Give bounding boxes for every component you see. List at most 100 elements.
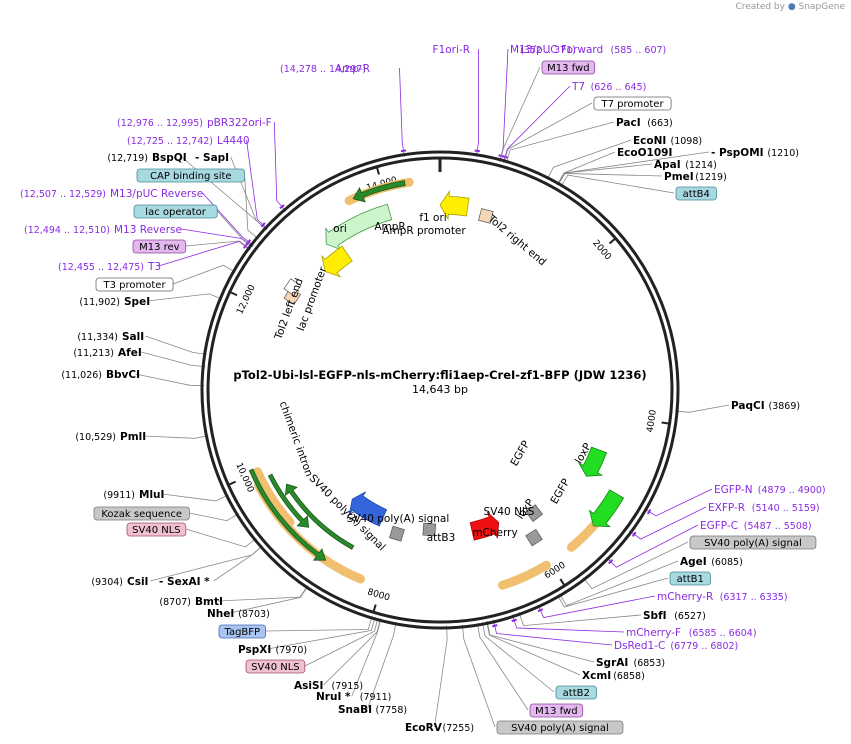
egfp-arrow-1[interactable] [588, 489, 625, 528]
feature-site[interactable]: (1214)ApaI [654, 159, 717, 171]
feature-site[interactable]: (7970)PspXI [238, 644, 307, 656]
feature-site[interactable]: (6853)SgrAI [596, 657, 665, 669]
feature-site[interactable]: (7758)SnaBI [338, 704, 407, 716]
feature-pink[interactable]: SV40 NLS [245, 659, 306, 674]
inner-feature-label: lac promoter [295, 265, 329, 333]
feature-primer[interactable]: (5487 .. 5508)EGFP-C [700, 520, 812, 532]
feature-white[interactable]: T3 promoter [95, 277, 174, 292]
feature-primer[interactable]: (12,976 .. 12,995)pBR322ori-F [117, 117, 272, 129]
feature-site[interactable]: (9911)MluI [103, 489, 164, 501]
feature-site[interactable]: (6527)SbfI [643, 610, 706, 622]
feature-site[interactable]: (6085)AgeI [680, 556, 743, 568]
feature-site[interactable]: (11,026)BbvCI [61, 369, 140, 381]
feature-site[interactable]: (9304)CsiI [91, 576, 148, 588]
feature-gray[interactable]: SV40 poly(A) signal [496, 720, 624, 735]
feature-site[interactable]: (6858)XcmI [582, 670, 645, 682]
feature-primer[interactable]: (12,494 .. 12,510)M13 Reverse [24, 224, 182, 236]
feature-site[interactable]: (7915)AsiSI [294, 680, 363, 692]
feature-white[interactable]: T7 promoter [593, 96, 672, 111]
f1ori-arrow[interactable] [439, 189, 470, 221]
feature-primer[interactable]: (6585 .. 6604)mCherry-F [626, 627, 757, 639]
feature-primer[interactable]: (12,725 .. 12,742)L4440 [127, 135, 250, 147]
feature-purple[interactable]: M13 fwd [541, 60, 596, 75]
ampr-arrow[interactable] [352, 180, 406, 203]
feature-label: BmtI [195, 596, 223, 608]
egfp-box[interactable] [525, 528, 543, 547]
feature-gray[interactable]: Kozak sequence [93, 506, 190, 521]
sv40-polya-box[interactable] [389, 525, 405, 542]
feature-site[interactable]: (3869)PaqCI [731, 400, 800, 412]
feature-site[interactable]: (663)PacI [616, 117, 673, 129]
feature-primer[interactable]: (585 .. 607)M13/pUC Forward [510, 44, 666, 56]
feature-teal[interactable]: attB4 [675, 186, 717, 201]
sv40-arrow-3[interactable] [267, 473, 310, 528]
feature-teal[interactable]: attB1 [669, 571, 711, 586]
feature-label: SV40 poly(A) signal [704, 538, 802, 549]
feature-site[interactable]: - SexAI * [159, 576, 210, 588]
feature-position: (9304) [91, 577, 123, 588]
lac-promoter[interactable] [283, 278, 302, 296]
egfp-arrow-2[interactable] [577, 446, 608, 477]
sv40-arrow-1[interactable] [248, 468, 327, 561]
feature-site[interactable]: (10,529)PmlI [75, 431, 146, 443]
feature-primer[interactable]: (6317 .. 6335)mCherry-R [657, 591, 788, 603]
feature-teal[interactable]: attB2 [555, 685, 597, 700]
feature-pink[interactable]: SV40 NLS [126, 522, 187, 537]
feature-site[interactable]: (11,334)SalI [77, 331, 144, 343]
feature-site[interactable]: (7911)NruI * [316, 691, 391, 703]
feature-gray[interactable]: SV40 poly(A) signal [689, 535, 817, 550]
feature-box [675, 186, 717, 201]
feature-primer[interactable]: (6779 .. 6802)DsRed1-C [614, 640, 738, 652]
feature-teal[interactable]: lac operator [133, 204, 218, 219]
feature-label: EGFP-N [714, 484, 753, 496]
feature-site[interactable]: (1098)EcoNI [633, 135, 702, 147]
ruler-label: 8000 [366, 587, 391, 603]
ori-arrow[interactable] [321, 245, 353, 278]
feature-site[interactable]: - SapI [195, 152, 229, 164]
feature-site[interactable]: (12,719)BspQI [107, 152, 186, 164]
credit: Created by ● SnapGene [735, 2, 845, 12]
feature-position: (4879 .. 4900) [758, 485, 826, 496]
feature-label: mCherry-F [626, 627, 681, 639]
feature-primer[interactable]: (5140 .. 5159)EXFP-R [708, 502, 820, 514]
feature-site[interactable]: (1219)PmeI [664, 171, 727, 183]
primer-mark [537, 608, 544, 613]
feature-position: (6853) [634, 658, 666, 669]
ampr-big-arrow[interactable] [325, 203, 393, 251]
leader-line [675, 404, 730, 413]
feature-label: PmlI [120, 431, 146, 443]
feature-purple[interactable]: M13 fwd [529, 703, 584, 718]
mcherry-arrow[interactable] [469, 511, 500, 541]
feature-site[interactable]: (11,213)AfeI [73, 347, 141, 359]
ruler-label: 12,000 [235, 283, 257, 316]
feature-site[interactable]: (11,902)SpeI [79, 296, 150, 308]
tol2-right-end[interactable] [478, 208, 494, 224]
feature-primer[interactable]: (14,278 .. 14,297)Amp-R [280, 63, 370, 75]
feature-purple[interactable]: M13 rev [132, 239, 187, 254]
leader-line [643, 488, 713, 517]
feature-site[interactable]: (1210)- PspOMI [711, 147, 799, 159]
feature-primer[interactable]: (626 .. 645)T7 [571, 81, 646, 93]
feature-blue[interactable]: TagBFP [218, 624, 266, 639]
bfp-arrow[interactable] [348, 491, 388, 527]
leader-line [351, 618, 382, 697]
feature-primer[interactable]: (352 .. 371)F1ori-R [433, 44, 576, 56]
feature-primer[interactable]: (12,507 .. 12,529)M13/pUC Reverse [20, 188, 203, 200]
feature-label: PaqCI [731, 400, 765, 412]
feature-primer[interactable]: (12,455 .. 12,475)T3 [58, 261, 161, 273]
credit-brand: SnapGene [798, 2, 845, 12]
feature-site[interactable]: EcoO109I [617, 147, 672, 159]
feature-site[interactable]: (8703)NheI [207, 608, 270, 620]
feature-site[interactable]: (8707)BmtI [159, 596, 222, 608]
sv40-arrow-2[interactable] [284, 483, 355, 550]
feature-label: EXFP-R [708, 502, 745, 514]
feature-site[interactable]: (7255)EcoRV [405, 722, 474, 734]
loxp-box[interactable] [525, 504, 544, 523]
feature-primer[interactable]: (4879 .. 4900) EGFP-N [714, 484, 826, 496]
feature-position: (12,494 .. 12,510) [24, 225, 110, 236]
feature-position: (7970) [276, 645, 308, 656]
leader-line [162, 493, 229, 502]
feature-teal[interactable]: CAP binding site [136, 168, 245, 183]
feature-label: TagBFP [224, 627, 261, 638]
attb3-box[interactable] [422, 522, 437, 537]
